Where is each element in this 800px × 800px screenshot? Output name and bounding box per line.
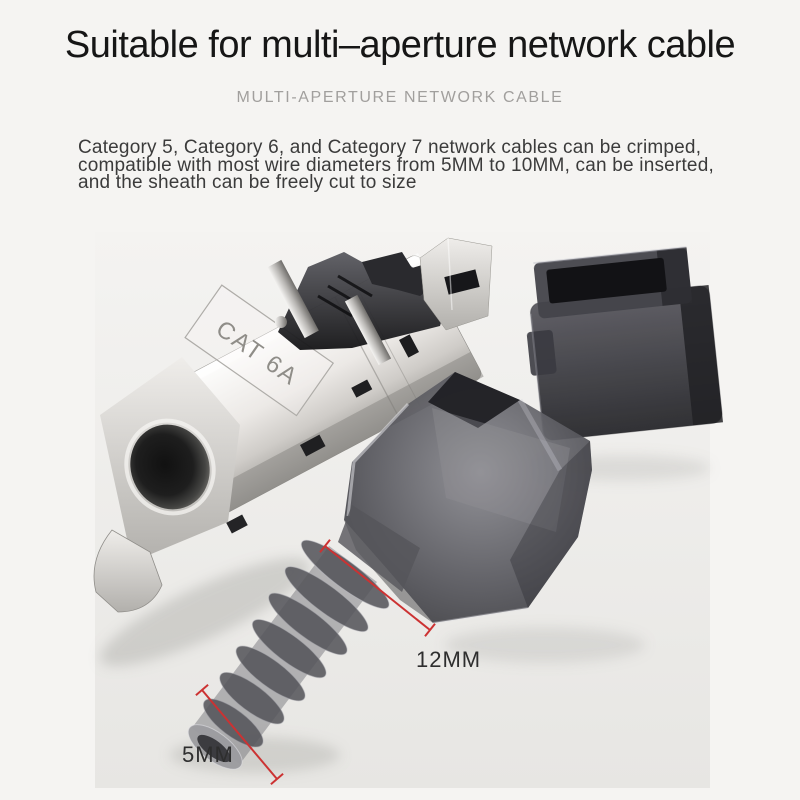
measurement-12mm: 12MM bbox=[319, 539, 481, 672]
connector-slots bbox=[226, 379, 373, 534]
page-title: Suitable for multi–aperture network cabl… bbox=[64, 24, 736, 66]
description-line: and the sheath can be freely cut to size bbox=[78, 172, 417, 193]
connector-label-plate: CAT 6A bbox=[184, 284, 335, 417]
product-description: Category 5, Category 6, and Category 7 n… bbox=[78, 137, 778, 193]
measurement-5mm: 5MM bbox=[182, 684, 284, 785]
strain-relief-boot bbox=[187, 372, 592, 770]
connector-nose bbox=[399, 237, 493, 358]
metal-connector: CAT 6A bbox=[93, 237, 493, 613]
measurement-12mm-label: 12MM bbox=[416, 647, 481, 672]
connector-latch bbox=[267, 252, 448, 366]
boot-neck bbox=[338, 505, 420, 592]
description-line: compatible with most wire diameters from… bbox=[78, 154, 714, 176]
connector-cable-entry bbox=[93, 357, 240, 613]
measurement-5mm-label: 5MM bbox=[182, 742, 234, 767]
page-subtitle: MULTI-APERTURE NETWORK CABLE bbox=[236, 89, 564, 106]
boot-ribs bbox=[187, 539, 390, 770]
description-line: Category 5, Category 6, and Category 7 n… bbox=[78, 137, 702, 158]
